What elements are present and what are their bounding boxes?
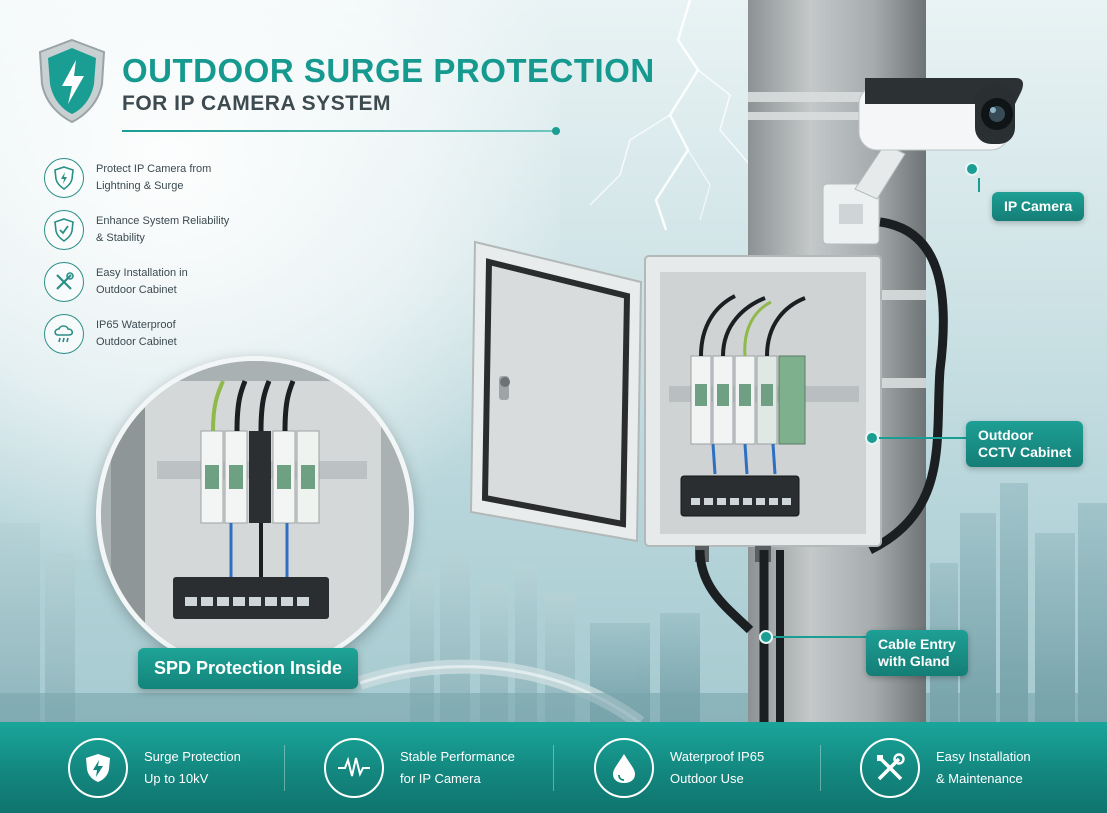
feature-text: Enhance System Reliability & Stability [96, 215, 230, 244]
cabinet-callout-dot [865, 431, 879, 445]
title-divider [122, 130, 556, 132]
rain-cloud-icon [44, 314, 84, 354]
feature-text: IP65 Waterproof Outdoor Cabinet [96, 319, 177, 348]
feature-item: IP65 Waterproof Outdoor Cabinet [44, 314, 256, 354]
bottom-bar-divider [820, 745, 821, 791]
cable-callout-leader [773, 636, 867, 638]
cabinet-callout-leader [879, 437, 967, 439]
bottom-feature-item: Waterproof IP65 Outdoor Use [594, 738, 764, 798]
spd-protection-label: SPD Protection Inside [138, 648, 359, 689]
bottom-feature-text: Surge Protection Up to 10kV [144, 749, 241, 786]
ip-camera [822, 78, 1023, 245]
bottom-feature-text: Waterproof IP65 Outdoor Use [670, 749, 765, 786]
bottom-feature-text: Easy Installation & Maintenance [936, 749, 1031, 786]
page-title: OUTDOOR SURGE PROTECTION [122, 52, 655, 89]
lightning-bolts [589, 0, 751, 231]
feature-item: Protect IP Camera from Lightning & Surge [44, 158, 256, 198]
camera-callout-leader [978, 178, 980, 192]
bottom-feature-item: Stable Performance for IP Camera [324, 738, 515, 798]
bottom-feature-item: Easy Installation & Maintenance [860, 738, 1031, 798]
tools-icon [860, 738, 920, 798]
spd-closeup-inset [96, 356, 414, 674]
waveform-icon [324, 738, 384, 798]
city-skyline [0, 483, 1107, 723]
cabinet-callout: Outdoor CCTV Cabinet [966, 421, 1084, 467]
page-subtitle: FOR IP CAMERA SYSTEM [122, 92, 392, 115]
feature-text: Easy Installation in Outdoor Cabinet [96, 267, 188, 296]
feature-item: Easy Installation in Outdoor Cabinet [44, 262, 256, 302]
bottom-feature-item: Surge Protection Up to 10kV [68, 738, 241, 798]
bottom-bar-divider [284, 745, 285, 791]
camera-callout-dot [965, 162, 979, 176]
cable-callout-dot [759, 630, 773, 644]
feature-text: Protect IP Camera from Lightning & Surge [96, 163, 212, 192]
shield-logo-icon [38, 38, 106, 124]
tools-icon [44, 262, 84, 302]
cable-entry-callout: Cable Entry with Gland [866, 630, 968, 676]
spd-closeup-image [101, 361, 409, 669]
ip-camera-callout: IP Camera [992, 192, 1085, 221]
shield-check-icon [44, 210, 84, 250]
bottom-feature-bar [0, 722, 1107, 813]
shield-lightning-icon [68, 738, 128, 798]
bottom-feature-text: Stable Performance for IP Camera [400, 749, 515, 786]
title-divider-dot [552, 127, 560, 135]
feature-item: Enhance System Reliability & Stability [44, 210, 256, 250]
shield-lightning-icon [44, 158, 84, 198]
outdoor-cabinet [469, 240, 882, 562]
camera-cable [867, 217, 948, 555]
water-drop-icon [594, 738, 654, 798]
bottom-bar-divider [553, 745, 554, 791]
